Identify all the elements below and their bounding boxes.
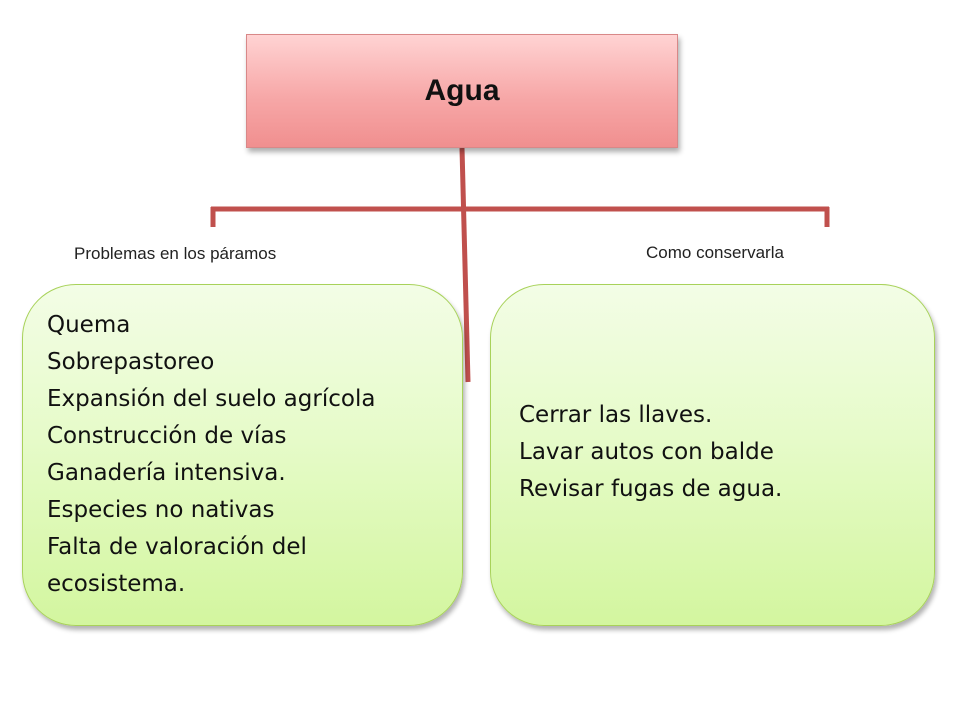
- branch-label-problems: Problemas en los páramos: [74, 244, 277, 263]
- problems-item: Ganadería intensiva.: [47, 460, 286, 486]
- problems-list: Quema Sobrepastoreo Expansión del suelo …: [47, 307, 462, 603]
- problems-item: Construcción de vías: [47, 423, 287, 449]
- problems-item: Quema: [47, 312, 131, 338]
- root-node-box: Agua: [246, 34, 678, 148]
- problems-box: Quema Sobrepastoreo Expansión del suelo …: [22, 284, 463, 626]
- problems-item: ecosistema.: [47, 571, 186, 597]
- problems-item: Expansión del suelo agrícola: [47, 386, 376, 412]
- conservation-list: Cerrar las llaves. Lavar autos con balde…: [519, 397, 782, 508]
- trunk-line: [459, 147, 471, 383]
- problems-item: Falta de valoración del: [47, 534, 307, 560]
- problems-item: Especies no nativas: [47, 497, 275, 523]
- conservation-item: Cerrar las llaves.: [519, 401, 713, 428]
- branch-label-conserve: Como conservarla: [646, 243, 784, 262]
- root-node-title: Agua: [424, 74, 500, 107]
- conservation-item: Lavar autos con balde: [519, 438, 774, 465]
- problems-item: Sobrepastoreo: [47, 349, 215, 375]
- conservation-item: Revisar fugas de agua.: [519, 475, 783, 502]
- conservation-box: Cerrar las llaves. Lavar autos con balde…: [490, 284, 935, 626]
